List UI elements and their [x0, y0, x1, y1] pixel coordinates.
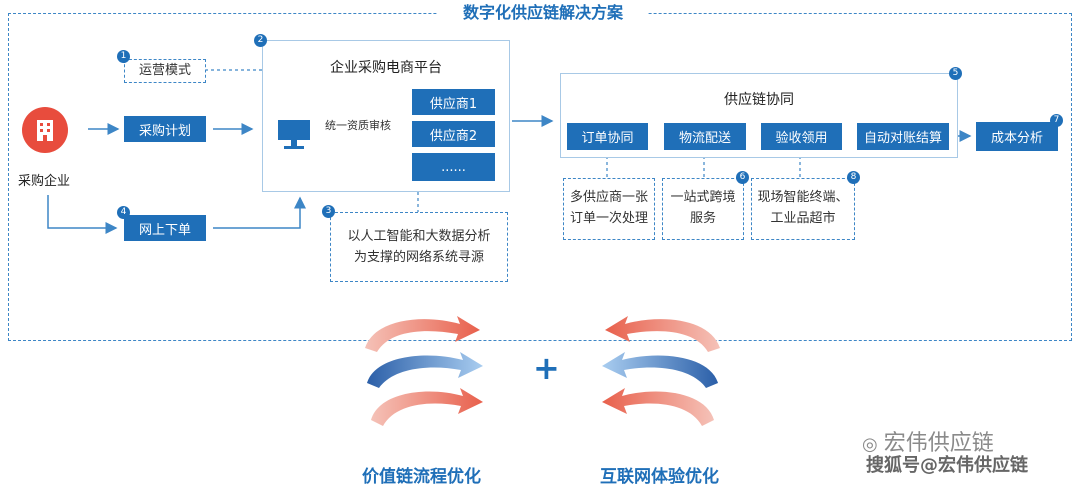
arrow-enterprise-order	[47, 195, 118, 234]
internet-experience-label: 互联网体验优化	[600, 467, 719, 487]
supplier-label-2: 供应商2	[429, 128, 478, 144]
value-chain-label: 价值链流程优化	[362, 467, 481, 487]
flow-logistics-label: 物流配送	[678, 131, 731, 146]
note-cross-border-line1: 一站式跨境	[670, 190, 736, 205]
flow-accept-label: 验收领用	[775, 131, 828, 146]
supplier-box-1: 供应商1	[412, 89, 495, 115]
badge-2: 2	[254, 34, 267, 47]
badge-5: 5	[949, 67, 962, 80]
supplier-box-2: 供应商2	[412, 121, 495, 147]
note-smart-terminal-line2: 工业品超市	[770, 211, 836, 226]
flow-order-box: 订单协同	[567, 123, 648, 150]
note-smart-terminal-line1: 现场智能终端、	[757, 190, 849, 205]
badge-7: 7	[1050, 114, 1063, 127]
flow-accept-box: 验收领用	[761, 123, 842, 150]
swirl-left-icon	[365, 316, 483, 426]
audit-label: 统一资质审核	[325, 119, 391, 132]
ai-sourcing-line1: 以人工智能和大数据分析	[347, 229, 491, 244]
badge-3: 3	[322, 205, 335, 218]
cost-analysis-box: 成本分析	[976, 122, 1058, 151]
purchase-plan-label: 采购计划	[138, 123, 191, 139]
supplier-label-1: 供应商1	[429, 96, 478, 112]
platform-title: 企业采购电商平台	[330, 60, 442, 76]
note-multi-supplier: 多供应商一张 订单一次处理	[563, 178, 655, 240]
online-order-label: 网上下单	[138, 222, 191, 238]
note-smart-terminal: 现场智能终端、 工业品超市	[751, 178, 855, 240]
badge-1: 1	[117, 50, 130, 63]
wechat-watermark: ◎宏伟供应链	[862, 425, 994, 457]
enterprise-label: 采购企业	[18, 174, 71, 189]
building-icon	[22, 107, 68, 153]
note-cross-border-line2: 服务	[689, 211, 716, 226]
operation-mode-label: 运营模式	[138, 63, 191, 78]
supply-chain-title: 供应链协同	[724, 92, 794, 108]
flow-settle-label: 自动对账结算	[863, 131, 942, 146]
flow-settle-box: 自动对账结算	[857, 123, 949, 150]
note-cross-border: 一站式跨境 服务	[662, 178, 744, 240]
sohu-watermark: 搜狐号@宏伟供应链	[866, 455, 1028, 476]
enterprise-node	[22, 107, 74, 159]
cost-analysis-label: 成本分析	[990, 131, 1043, 146]
note-multi-supplier-line1: 多供应商一张	[569, 190, 648, 205]
ai-sourcing-line2: 为支撑的网络系统寻源	[353, 250, 484, 265]
badge-8: 8	[847, 171, 860, 184]
plus-sign: +	[533, 349, 560, 387]
badge-4: 4	[117, 206, 130, 219]
online-order-box: 网上下单	[124, 215, 206, 241]
swirl-right-icon	[602, 316, 720, 426]
wechat-watermark-text: 宏伟供应链	[883, 431, 994, 456]
diagram-title: 数字化供应链解决方案	[438, 3, 648, 23]
arrow-order-platform	[213, 196, 306, 229]
flow-order-label: 订单协同	[581, 131, 634, 146]
badge-6: 6	[736, 171, 749, 184]
supplier-box-more: ......	[412, 153, 495, 181]
operation-mode-box: 运营模式	[124, 59, 206, 83]
ai-sourcing-box: 以人工智能和大数据分析 为支撑的网络系统寻源	[330, 212, 508, 282]
wechat-icon: ◎	[862, 434, 878, 455]
purchase-plan-box: 采购计划	[124, 116, 206, 142]
flow-logistics-box: 物流配送	[664, 123, 746, 150]
note-multi-supplier-line2: 订单一次处理	[569, 211, 648, 226]
supplier-label-more: ......	[441, 159, 466, 175]
monitor-icon	[278, 120, 310, 149]
